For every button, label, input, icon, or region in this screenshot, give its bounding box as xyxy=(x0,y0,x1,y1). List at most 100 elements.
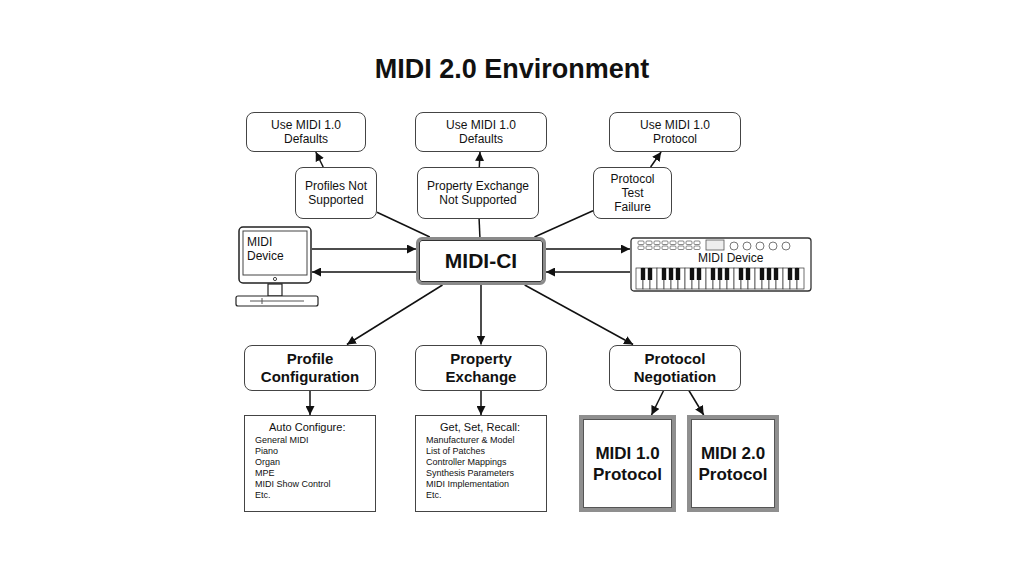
connector-arrow xyxy=(347,285,443,345)
keyboard-controller: MIDI Device xyxy=(630,237,812,292)
pad xyxy=(646,241,652,245)
connector-arrow xyxy=(312,248,416,250)
status-box: Use MIDI 1.0 Defaults xyxy=(415,112,547,152)
node-label: Protocol Test Failure xyxy=(602,172,663,214)
black-key xyxy=(662,268,666,280)
computer-monitor: MIDI Device xyxy=(238,226,312,284)
pad xyxy=(678,246,684,250)
pad xyxy=(686,246,692,250)
protocol-box: MIDI 1.0 Protocol xyxy=(579,415,676,512)
black-key xyxy=(746,268,750,280)
black-key xyxy=(669,268,673,280)
status-box: Profiles Not Supported xyxy=(295,167,377,219)
computer-keyboard xyxy=(236,296,318,306)
list-item: Etc. xyxy=(426,490,442,501)
text-group: Use MIDI 1.0 Defaults xyxy=(424,118,538,146)
black-key xyxy=(648,268,652,280)
node-label: Use MIDI 1.0 Protocol xyxy=(618,118,732,146)
text-group: Auto Configure:General MIDIPianoOrganMPE… xyxy=(255,421,369,501)
black-key xyxy=(697,268,701,280)
node-label: Profile Configuration xyxy=(251,350,369,386)
pad xyxy=(670,241,676,245)
connector-arrow xyxy=(480,391,482,416)
text-group: MIDI-CI xyxy=(445,249,517,273)
monitor-screen xyxy=(243,231,307,275)
list-item: Etc. xyxy=(255,490,271,501)
black-key xyxy=(760,268,764,280)
connector-arrow xyxy=(546,248,630,250)
list-item: MIDI Implementation xyxy=(426,479,509,490)
pad xyxy=(686,241,692,245)
connector-arrow xyxy=(312,271,416,273)
status-box: Property Exchange Not Supported xyxy=(417,167,539,219)
black-key xyxy=(739,268,743,280)
pad xyxy=(638,241,644,245)
node-label: MIDI 1.0 Protocol xyxy=(589,443,666,485)
node-label: MIDI Device xyxy=(696,251,765,265)
pad xyxy=(654,241,660,245)
list-box: Get, Set, Recall:Manufacturer & ModelLis… xyxy=(415,415,547,512)
power-button xyxy=(273,277,276,280)
knob xyxy=(730,242,738,250)
list-item: Manufacturer & Model xyxy=(426,435,515,446)
keyboard-detail xyxy=(250,301,304,302)
black-key xyxy=(641,268,645,280)
pad xyxy=(654,246,660,250)
text-group: Get, Set, Recall:Manufacturer & ModelLis… xyxy=(426,421,540,501)
text-group: Protocol Test Failure xyxy=(602,172,663,214)
monitor-frame xyxy=(239,227,311,283)
node-label: Protocol Negotiation xyxy=(616,350,734,386)
black-key xyxy=(718,268,722,280)
pad xyxy=(670,246,676,250)
black-key xyxy=(711,268,715,280)
text-group: Use MIDI 1.0 Protocol xyxy=(618,118,732,146)
monitor-stand xyxy=(268,284,282,296)
connector-arrow xyxy=(480,285,482,345)
node-label: Use MIDI 1.0 Defaults xyxy=(255,118,357,146)
list-heading: Auto Configure: xyxy=(269,421,345,434)
text-group: Property Exchange Not Supported xyxy=(426,179,530,207)
connector-arrow xyxy=(652,391,664,416)
node-label: MIDI Device xyxy=(247,235,293,263)
pad xyxy=(638,246,644,250)
node-label: Use MIDI 1.0 Defaults xyxy=(424,118,538,146)
pad xyxy=(694,246,700,250)
black-key xyxy=(795,268,799,280)
text-group: Property Exchange xyxy=(422,350,540,386)
text-group: Profile Configuration xyxy=(251,350,369,386)
list-heading: Get, Set, Recall: xyxy=(440,421,520,434)
knob xyxy=(743,242,751,250)
display xyxy=(706,240,724,250)
diagram-title: MIDI 2.0 Environment xyxy=(0,54,1024,85)
protocol-box: MIDI 2.0 Protocol xyxy=(687,415,779,512)
knob xyxy=(756,242,764,250)
list-item: List of Patches xyxy=(426,446,485,457)
node-label: Profiles Not Supported xyxy=(304,179,368,207)
list-item: MIDI Show Control xyxy=(255,479,331,490)
text-group: MIDI 1.0 Protocol xyxy=(589,443,666,485)
pad xyxy=(662,241,668,245)
status-box: Protocol Test Failure xyxy=(593,167,672,219)
text-group: Protocol Negotiation xyxy=(616,350,734,386)
black-key xyxy=(788,268,792,280)
connector-arrow xyxy=(478,219,480,237)
connector-arrow xyxy=(651,152,662,167)
process-box: Profile Configuration xyxy=(244,345,376,391)
connector-arrow xyxy=(546,271,630,273)
list-item: General MIDI xyxy=(255,435,309,446)
knob xyxy=(782,242,790,250)
status-box: Use MIDI 1.0 Defaults xyxy=(246,112,366,152)
hub-box: MIDI-CI xyxy=(416,237,546,285)
node-label: MIDI 2.0 Protocol xyxy=(697,443,769,485)
black-key xyxy=(676,268,680,280)
process-box: Property Exchange xyxy=(415,345,547,391)
connector-arrow xyxy=(316,152,323,167)
list-box: Auto Configure:General MIDIPianoOrganMPE… xyxy=(244,415,376,512)
black-key xyxy=(725,268,729,280)
black-key xyxy=(690,268,694,280)
keyboard-body xyxy=(631,238,811,291)
connector-arrow xyxy=(309,391,311,416)
node-label: Property Exchange Not Supported xyxy=(426,179,530,207)
connector-arrow xyxy=(689,391,704,416)
connector-arrow xyxy=(525,285,633,345)
